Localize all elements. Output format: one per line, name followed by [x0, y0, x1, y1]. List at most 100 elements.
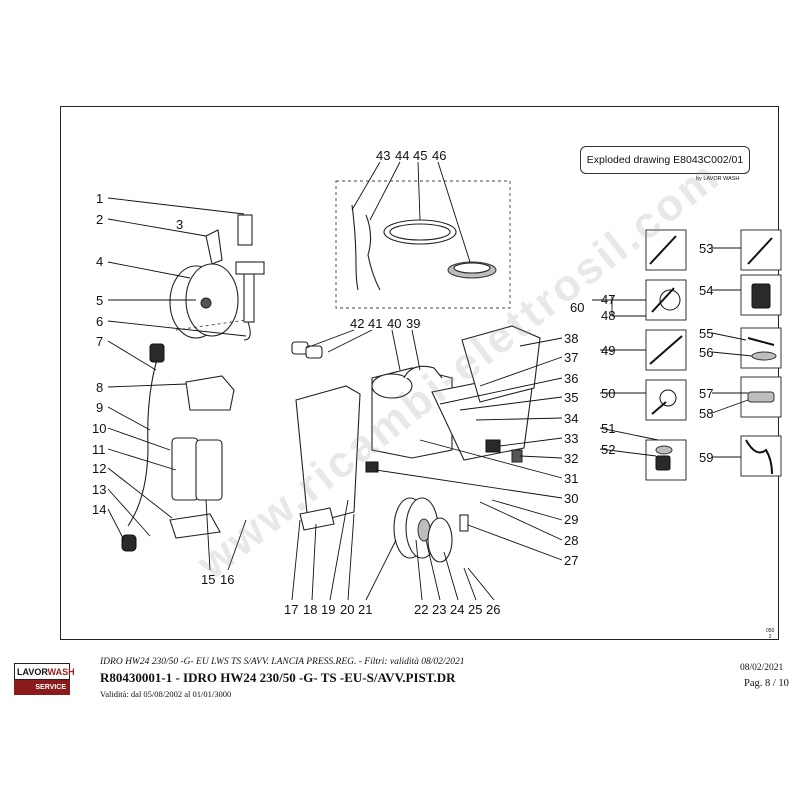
corner-code-line2: 2 [768, 634, 772, 640]
callout-42: 42 [350, 316, 364, 331]
corner-code: 050 2 [766, 628, 774, 640]
hook-6 [243, 321, 251, 341]
callout-58: 58 [699, 406, 713, 421]
hub-cap-24 [427, 517, 453, 563]
callout-24: 24 [450, 602, 464, 617]
callout-4: 4 [96, 254, 103, 269]
callout-40: 40 [387, 316, 401, 331]
callout-39: 39 [406, 316, 420, 331]
clip-41 [305, 345, 323, 359]
tank-11a [171, 437, 199, 501]
callout-6: 6 [96, 314, 103, 329]
icon-55-box [740, 327, 782, 369]
icon-53a-box [645, 229, 687, 271]
callout-43: 43 [376, 148, 390, 163]
callout-15: 15 [201, 572, 215, 587]
callout-labels: 1 2 4 5 6 7 8 9 10 11 12 13 14 15 16 17 … [92, 148, 713, 617]
callout-1: 1 [96, 191, 103, 206]
callout-46: 46 [432, 148, 446, 163]
callout-20: 20 [340, 602, 354, 617]
tank-11b [195, 439, 223, 501]
callout-25: 25 [468, 602, 482, 617]
callout-21: 21 [358, 602, 372, 617]
callout-10: 10 [92, 421, 106, 436]
bracket-18 [299, 507, 335, 531]
callout-33: 33 [564, 431, 578, 446]
motor-cap-40 [403, 365, 443, 379]
callout-12: 12 [92, 461, 106, 476]
hose-kit-dashed-box [335, 180, 511, 309]
hose-43 [351, 204, 359, 291]
logo-service: SERVICE [14, 680, 70, 695]
brand-logo: LAVORWASH SERVICE [14, 663, 75, 697]
model-filter-line: IDRO HW24 230/50 -G- EU LWS TS S/AVV. LA… [100, 657, 465, 667]
callout-27: 27 [564, 553, 578, 568]
callout-47: 47 [601, 292, 615, 307]
callout-3: 3 [176, 217, 183, 232]
callout-37: 37 [564, 350, 578, 365]
frame-panel-17 [295, 385, 361, 525]
callout-55: 55 [699, 326, 713, 341]
switch-33 [485, 439, 501, 453]
cover-38 [461, 325, 541, 403]
logo-word-lavor: LAVOR [17, 667, 48, 677]
leader-lines [107, 161, 753, 601]
callout-26: 26 [486, 602, 500, 617]
hose-coil-45b [389, 223, 451, 241]
callout-36: 36 [564, 371, 578, 386]
callout-50: 50 [601, 386, 615, 401]
callout-54: 54 [699, 283, 713, 298]
callout-38: 38 [564, 331, 578, 346]
cover-8 [185, 375, 235, 411]
callout-52: 52 [601, 442, 615, 457]
logo-wordmark: LAVORWASH [14, 663, 75, 680]
handle-base [237, 214, 253, 246]
validity-line: Validità: dal 05/08/2002 al 01/01/3000 [100, 689, 232, 699]
callout-18: 18 [303, 602, 317, 617]
screw-27 [459, 514, 469, 532]
callout-19: 19 [321, 602, 335, 617]
callout-57: 57 [699, 386, 713, 401]
callout-7: 7 [96, 334, 103, 349]
callout-5: 5 [96, 293, 103, 308]
callout-35: 35 [564, 390, 578, 405]
callout-14: 14 [92, 502, 106, 517]
drawing-frame [60, 106, 779, 640]
corner-code-line1: 050 [766, 628, 775, 634]
callout-13: 13 [92, 482, 106, 497]
hose-44 [365, 214, 381, 291]
nozzle-14 [121, 534, 137, 552]
callout-28: 28 [564, 533, 578, 548]
model-code-title: R80430001-1 - IDRO HW24 230/50 -G- TS -E… [100, 670, 456, 685]
author-label: by LAVOR WASH [696, 176, 740, 182]
callout-22: 22 [414, 602, 428, 617]
callout-45: 45 [413, 148, 427, 163]
callout-29: 29 [564, 512, 578, 527]
bracket-2 [205, 229, 223, 265]
callout-48: 48 [601, 308, 615, 323]
reel-arm [235, 261, 265, 275]
hose-fitting-7 [149, 343, 165, 363]
callout-17: 17 [284, 602, 298, 617]
callout-41: 41 [368, 316, 382, 331]
callout-8: 8 [96, 380, 103, 395]
exploded-drawing: 1 2 4 5 6 7 8 9 10 11 12 13 14 15 16 17 … [92, 148, 782, 617]
callout-53: 53 [699, 241, 713, 256]
motor-top [371, 373, 413, 399]
callout-44: 44 [395, 148, 409, 163]
callout-49: 49 [601, 343, 615, 358]
callout-16: 16 [220, 572, 234, 587]
icon-47-box [645, 279, 687, 321]
reel-hub [200, 297, 212, 309]
hose-7 [127, 355, 159, 527]
callout-32: 32 [564, 451, 578, 466]
callout-56: 56 [699, 345, 713, 360]
callout-9: 9 [96, 400, 103, 415]
drawing-title: Exploded drawing E8043C002/01 [580, 146, 750, 174]
page-number: Pag. 8 / 10 [744, 678, 789, 689]
callout-2: 2 [96, 212, 103, 227]
callout-11: 11 [92, 442, 106, 457]
hose-coil-46b [453, 262, 491, 274]
callout-30: 30 [564, 491, 578, 506]
callout-60: 60 [570, 300, 584, 315]
